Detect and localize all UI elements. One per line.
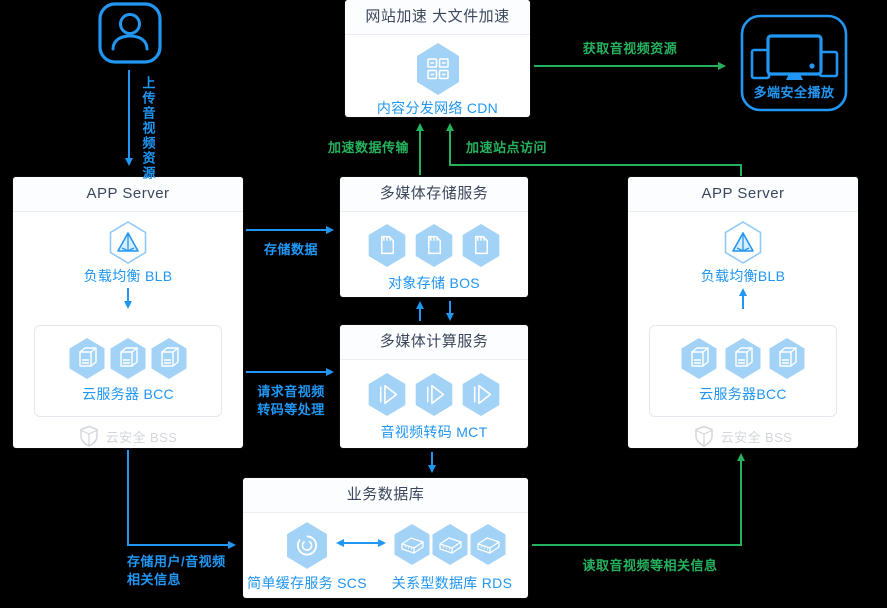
rds-icon bbox=[469, 523, 507, 566]
database-box-title: 业务数据库 bbox=[243, 478, 528, 513]
bcc-icon bbox=[724, 337, 762, 380]
accelerate-data-label: 加速数据传输 bbox=[328, 140, 410, 155]
scs-label: 简单缓存服务 SCS bbox=[247, 575, 367, 591]
bcc-group-right: 云服务器BCC bbox=[649, 325, 837, 417]
rds-icon bbox=[393, 523, 431, 566]
mct-icon bbox=[461, 372, 501, 417]
bcc-right-label: 云服务器BCC bbox=[699, 386, 787, 402]
cdn-box-title: 网站加速 大文件加速 bbox=[345, 0, 530, 35]
bcc-group-left: 云服务器 BCC bbox=[34, 325, 222, 417]
cdn-label: 内容分发网络 CDN bbox=[376, 100, 499, 116]
bos-icon bbox=[367, 223, 407, 268]
compute-box-title: 多媒体计算服务 bbox=[340, 325, 528, 360]
devices-icon bbox=[740, 14, 848, 112]
player-label: 多端安全播放 bbox=[753, 85, 835, 100]
read-av-info-label: 读取音视频等相关信息 bbox=[582, 558, 718, 573]
bcc-left-label: 云服务器 BCC bbox=[82, 386, 174, 402]
blb-icon bbox=[109, 221, 147, 264]
cdn-box: 网站加速 大文件加速 内容分发网络 CDN bbox=[345, 0, 530, 117]
accelerate-site-label: 加速站点访问 bbox=[466, 140, 548, 155]
mct-icon bbox=[367, 372, 407, 417]
mct-icon bbox=[414, 372, 454, 417]
bss-left-label: 云安全 BSS bbox=[105, 430, 178, 445]
blb-left-label: 负载均衡 BLB bbox=[83, 268, 173, 284]
bcc-icon bbox=[680, 337, 718, 380]
player-box: 多端安全播放 bbox=[740, 14, 848, 112]
storage-box-title: 多媒体存储服务 bbox=[340, 177, 528, 212]
get-av-label: 获取音视频资源 bbox=[582, 41, 678, 56]
bos-label: 对象存储 BOS bbox=[388, 275, 480, 291]
mct-label: 音视频转码 MCT bbox=[380, 424, 488, 440]
cdn-icon bbox=[415, 42, 460, 96]
storage-box: 多媒体存储服务 对象存储 BOS bbox=[340, 177, 528, 297]
shield-icon bbox=[695, 425, 713, 447]
bcc-icon bbox=[150, 337, 188, 380]
store-data-label: 存储数据 bbox=[263, 242, 318, 257]
bcc-icon bbox=[109, 337, 147, 380]
app-server-left-title: APP Server bbox=[13, 177, 243, 212]
blb-icon bbox=[724, 221, 762, 264]
shield-icon bbox=[80, 425, 98, 447]
user-icon bbox=[98, 2, 162, 64]
scs-icon bbox=[285, 521, 329, 570]
store-user-info-label: 存储用户/音视频 相关信息 bbox=[127, 554, 226, 587]
blb-right-label: 负载均衡BLB bbox=[700, 268, 786, 284]
bos-icon bbox=[461, 223, 501, 268]
database-box: 业务数据库 简单缓存服务 SCS 关系型数据库 RDS bbox=[243, 478, 528, 598]
bss-right-label: 云安全 BSS bbox=[720, 430, 793, 445]
app-server-right-title: APP Server bbox=[628, 177, 858, 212]
compute-box: 多媒体计算服务 音视频转码 MCT bbox=[340, 325, 528, 448]
bos-icon bbox=[414, 223, 454, 268]
request-transcode-label: 请求音视频 转码等处理 bbox=[257, 384, 325, 417]
app-server-right: APP Server 负载均衡BLB 云服务器BCC 云安全 BSS bbox=[628, 177, 858, 448]
bcc-icon bbox=[68, 337, 106, 380]
rds-icon bbox=[431, 523, 469, 566]
bcc-icon bbox=[768, 337, 806, 380]
rds-label: 关系型数据库 RDS bbox=[391, 575, 513, 591]
app-server-left: APP Server 负载均衡 BLB 云服务器 BCC 云安全 BSS bbox=[13, 177, 243, 448]
upload-av-label: 上传音视频资源 bbox=[140, 76, 156, 181]
